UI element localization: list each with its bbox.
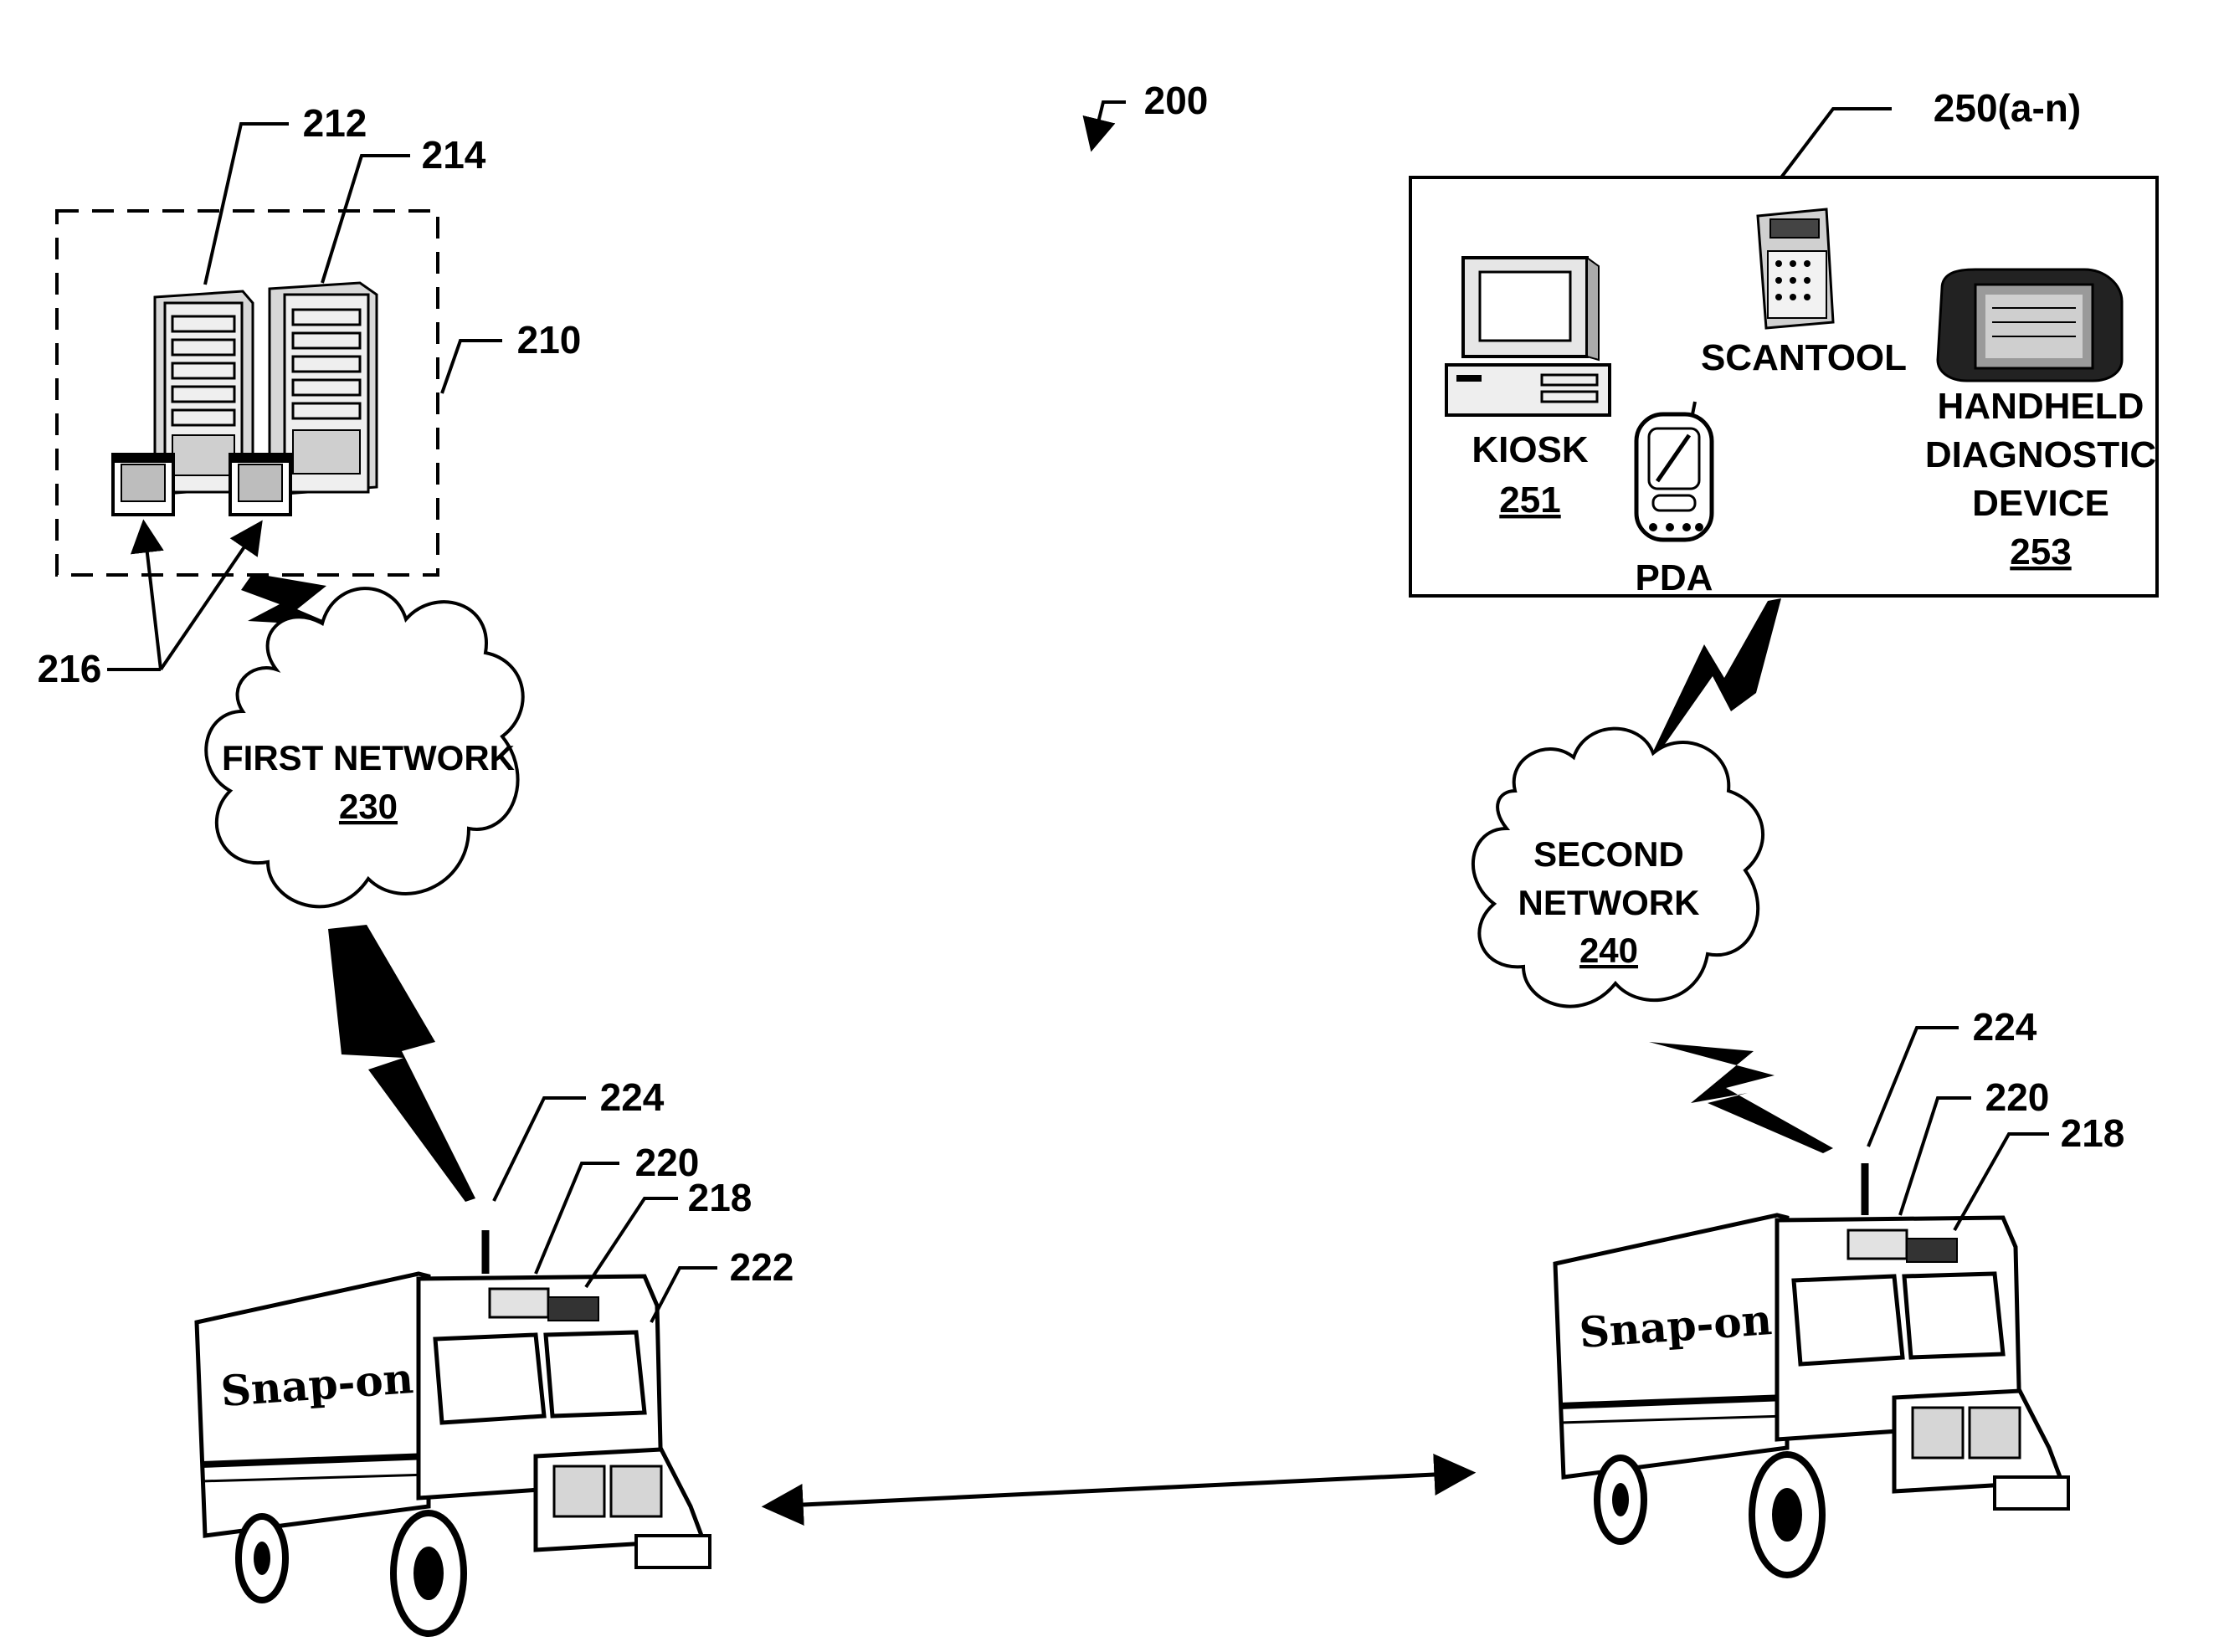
ref-200: 200 [1144, 79, 1209, 122]
wireless-link-first-network-truck-bolt [328, 925, 475, 1202]
server-group: 212 214 210 216 [38, 101, 582, 690]
kiosk-label: KIOSK [1472, 429, 1589, 470]
second-network-ref: 240 [1579, 931, 1638, 970]
handheld-label-line1: HANDHELD [1938, 386, 2144, 427]
leader-214 [322, 156, 410, 283]
right-ref-224: 224 [1973, 1005, 2037, 1049]
first-network-cloud: FIRST NETWORK 230 [206, 588, 522, 906]
left-truck: Snap-on 224 220 218 222 [197, 1075, 794, 1634]
terminal-216-right-icon [230, 454, 290, 515]
terminal-216-left-icon [113, 454, 173, 515]
leader-right-224 [1868, 1028, 1959, 1147]
handheld-ref: 253 [2010, 531, 2071, 572]
ref-210: 210 [517, 318, 582, 362]
kiosk-ref: 251 [1499, 480, 1560, 521]
handheld-label-line3: DEVICE [1972, 483, 2109, 524]
first-network-name: FIRST NETWORK [222, 738, 515, 777]
leader-212 [205, 124, 289, 285]
handheld-diagnostic-icon [1938, 269, 2122, 381]
right-ref-220: 220 [1985, 1075, 2050, 1119]
ref-216: 216 [38, 647, 102, 690]
left-ref-222: 222 [730, 1245, 794, 1289]
second-network-name-line1: SECOND [1533, 834, 1684, 874]
devices-group: 250(a-n) KIOSK 251 SCANTOOL [1410, 86, 2157, 598]
ref-212: 212 [303, 101, 367, 145]
handheld-label-line2: DIAGNOSTIC [1925, 434, 2156, 475]
ref-250: 250(a-n) [1934, 86, 2081, 130]
leader-250 [1781, 109, 1892, 177]
truck-to-truck-link [768, 1473, 1469, 1506]
pda-icon [1636, 402, 1712, 540]
leader-left-222 [651, 1268, 717, 1322]
pda-label: PDA [1636, 557, 1713, 598]
ref-214: 214 [422, 133, 486, 177]
right-ref-218: 218 [2061, 1111, 2125, 1155]
second-network-name-line2: NETWORK [1518, 883, 1700, 922]
scantool-icon [1758, 209, 1833, 328]
second-network-cloud: SECOND NETWORK 240 [1473, 729, 1763, 1007]
right-truck-icon: Snap-on [1555, 1163, 2068, 1575]
leader-right-220 [1900, 1098, 1971, 1215]
wireless-link-devices-bolt [1652, 598, 1781, 757]
scantool-label: SCANTOOL [1701, 337, 1907, 378]
wireless-link-second-network-truck-bolt [1649, 1042, 1833, 1153]
left-ref-224: 224 [600, 1075, 665, 1119]
first-network-ref: 230 [339, 787, 398, 826]
leader-210 [442, 341, 502, 393]
right-truck: Snap-on 224 220 218 [1555, 1005, 2124, 1575]
leader-left-218 [586, 1198, 678, 1287]
left-ref-218: 218 [688, 1176, 752, 1219]
left-truck-icon: Snap-on [197, 1230, 710, 1634]
figure-ref-200: 200 [1092, 79, 1208, 146]
kiosk-icon [1446, 258, 1610, 415]
arrow-216-right [161, 525, 259, 670]
arrow-216-left [144, 525, 161, 670]
